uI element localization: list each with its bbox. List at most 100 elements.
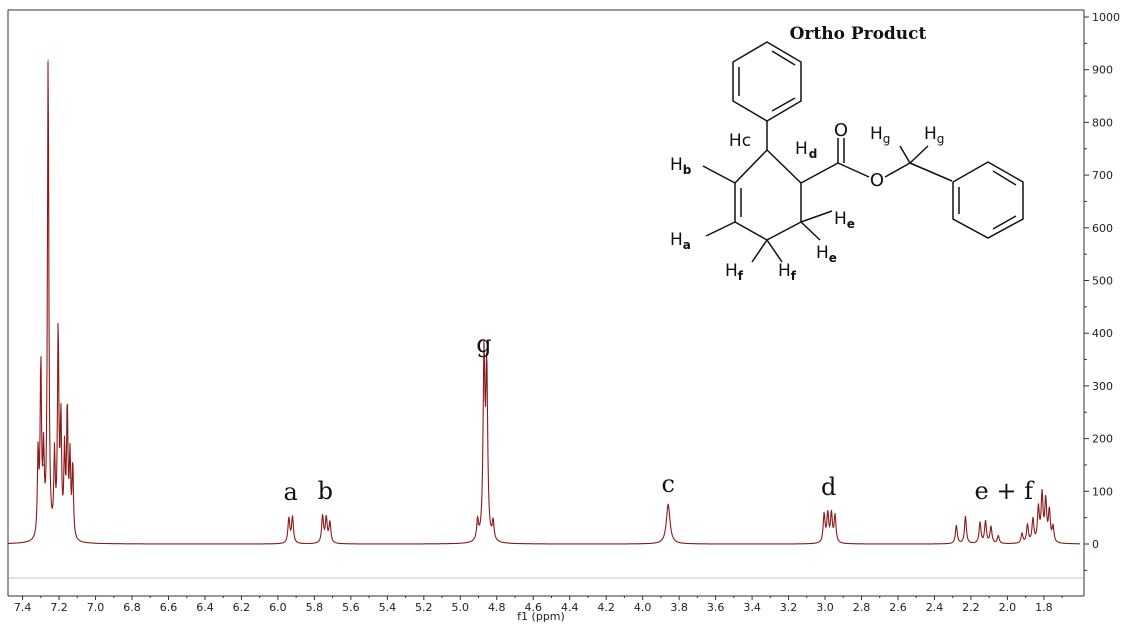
x-tick-label: 2.6 [889, 601, 907, 614]
x-tick-label: 4.4 [561, 601, 579, 614]
peak-point [486, 374, 488, 376]
x-tick-label: 7.2 [50, 601, 68, 614]
y-tick-label: 400 [1092, 327, 1113, 340]
label-ha: Ha [670, 230, 691, 252]
hg-bond [899, 145, 911, 164]
peak-point [40, 369, 42, 371]
peak-point [1041, 495, 1043, 498]
top-phenyl-double-bond [771, 97, 796, 112]
peak-point [1052, 527, 1054, 529]
hg-bond [909, 145, 929, 164]
label-carbonyl-oxygen: O [834, 120, 848, 141]
peak-point [483, 364, 485, 366]
peak-point [66, 414, 68, 416]
x-tick-label: 7.0 [87, 601, 105, 614]
y-tick-label: 100 [1092, 485, 1113, 498]
peak-point [823, 514, 825, 516]
x-tick-label: 3.6 [707, 601, 725, 614]
peak-label-ef: e + f [975, 477, 1036, 505]
y-tick-label: 200 [1092, 433, 1113, 446]
ortho-product-structure: Ortho Product [670, 24, 1024, 283]
x-tick-label: 5.4 [379, 601, 397, 614]
x-tick-label: 6.4 [196, 601, 214, 614]
ch2-to-phenyl-bond [909, 162, 953, 182]
spectrum-line [8, 61, 1080, 545]
x-tick-label: 3.4 [743, 601, 761, 614]
label-hb: Hb [670, 155, 692, 177]
right-phenyl-double-bond [992, 170, 1017, 186]
label-hf-2: Hf [778, 261, 797, 283]
x-tick-label: 5.0 [452, 601, 470, 614]
x-tick-label: 5.8 [306, 601, 324, 614]
right-phenyl-double-bond [992, 215, 1017, 230]
peak-label-c: c [661, 470, 674, 498]
peak-point [72, 469, 74, 471]
x-tick-label: 4.0 [634, 601, 652, 614]
x-tick-label: 2.4 [926, 601, 944, 614]
x-tick-label: 1.8 [1035, 601, 1053, 614]
y-tick-label: 1000 [1092, 11, 1120, 24]
peak-point [830, 514, 833, 516]
peak-point [288, 518, 290, 520]
peak-point [997, 535, 999, 537]
label-hd: Hd [795, 139, 817, 161]
peak-point [63, 459, 66, 461]
peak-point [1026, 524, 1029, 527]
he-bond [800, 210, 833, 223]
peak-label-b: b [318, 477, 333, 505]
x-tick-label: 4.8 [488, 601, 506, 614]
hb-bond [702, 165, 736, 184]
label-hf-1: Hf [725, 261, 744, 283]
peak-point [1048, 511, 1050, 513]
peak-point [42, 464, 45, 466]
peak-point [827, 514, 829, 516]
label-hg-1: Hg [870, 124, 890, 146]
top-phenyl-double-bond [771, 50, 796, 66]
peak-point [667, 503, 669, 506]
peak-point [492, 524, 494, 526]
peak-point [955, 524, 957, 527]
y-tick-label: 700 [1092, 169, 1113, 182]
peak-point [47, 59, 49, 61]
peak-label-d: d [821, 473, 836, 501]
peak-point [321, 515, 324, 518]
peak-label-a: a [284, 478, 298, 506]
y-tick-label: 900 [1092, 64, 1113, 77]
hf-bond [766, 239, 783, 263]
x-tick-label: 6.0 [269, 601, 287, 614]
x-tick-label: 2.8 [853, 601, 871, 614]
he-bond [800, 221, 821, 241]
x-tick-label: 3.0 [816, 601, 834, 614]
peak-point [834, 515, 836, 518]
spectrum-trace [8, 59, 1080, 545]
peak-point [291, 517, 294, 519]
peak-point [69, 464, 71, 466]
structure-title: Ortho Product [790, 24, 927, 44]
ha-bond [705, 221, 736, 237]
y-tick-label: 500 [1092, 275, 1113, 288]
x-tick-label: 5.6 [342, 601, 360, 614]
x-tick-label: 6.2 [233, 601, 251, 614]
peak-point [979, 522, 981, 524]
peak-point [984, 521, 987, 523]
ring-bond [734, 149, 768, 184]
x-tick-label: 6.8 [123, 601, 141, 614]
peak-point [990, 526, 992, 528]
peak-label-g: g [476, 330, 491, 358]
right-phenyl-ring [952, 161, 1024, 239]
x-tick-label: 3.8 [670, 601, 688, 614]
x-tick-label: 5.2 [415, 601, 433, 614]
peak-point [60, 427, 62, 429]
x-tick-label: 6.6 [160, 601, 178, 614]
y-tick-label: 800 [1092, 116, 1113, 129]
peak-point [37, 459, 39, 461]
label-ester-oxygen: O [870, 170, 884, 191]
label-hc: Hc [729, 131, 751, 151]
peak-point [1037, 509, 1040, 511]
y-tick-label: 0 [1092, 538, 1099, 551]
top-phenyl-ring [732, 41, 802, 122]
